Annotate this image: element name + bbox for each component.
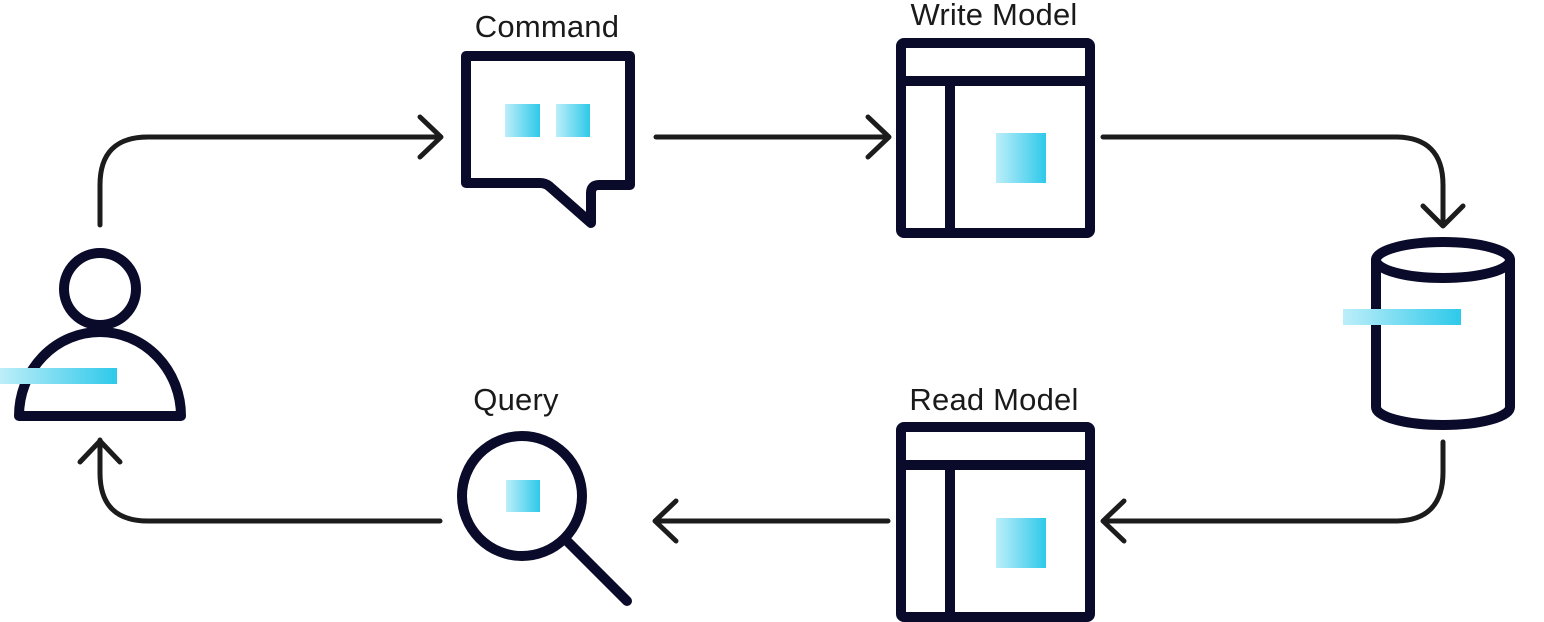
arrow-database-to-read-model [1100, 439, 1446, 544]
table-icon [896, 38, 1095, 238]
write-model-label: Write Model [910, 0, 1077, 32]
arrow-query-to-user [77, 437, 443, 524]
database-icon [1343, 237, 1515, 430]
arrow-read-model-to-query [652, 498, 891, 544]
search-icon [457, 431, 632, 606]
query-accent [506, 480, 540, 512]
chat-bubble-icon [461, 51, 635, 228]
write-model-accent [996, 133, 1046, 183]
read-model-accent [996, 518, 1046, 568]
command-accent-right [556, 104, 590, 137]
command-label: Command [475, 9, 619, 44]
arrow-write-model-to-database [1100, 134, 1466, 229]
command-accent-left [505, 104, 540, 137]
database-accent-bar [1343, 309, 1461, 325]
read-model-label: Read Model [909, 382, 1078, 417]
user-icon [0, 248, 186, 421]
arrow-user-to-command [97, 114, 444, 228]
arrow-command-to-write-model [653, 114, 892, 160]
table-icon [896, 422, 1095, 622]
query-label: Query [473, 382, 559, 417]
user-accent-bar [0, 368, 117, 384]
